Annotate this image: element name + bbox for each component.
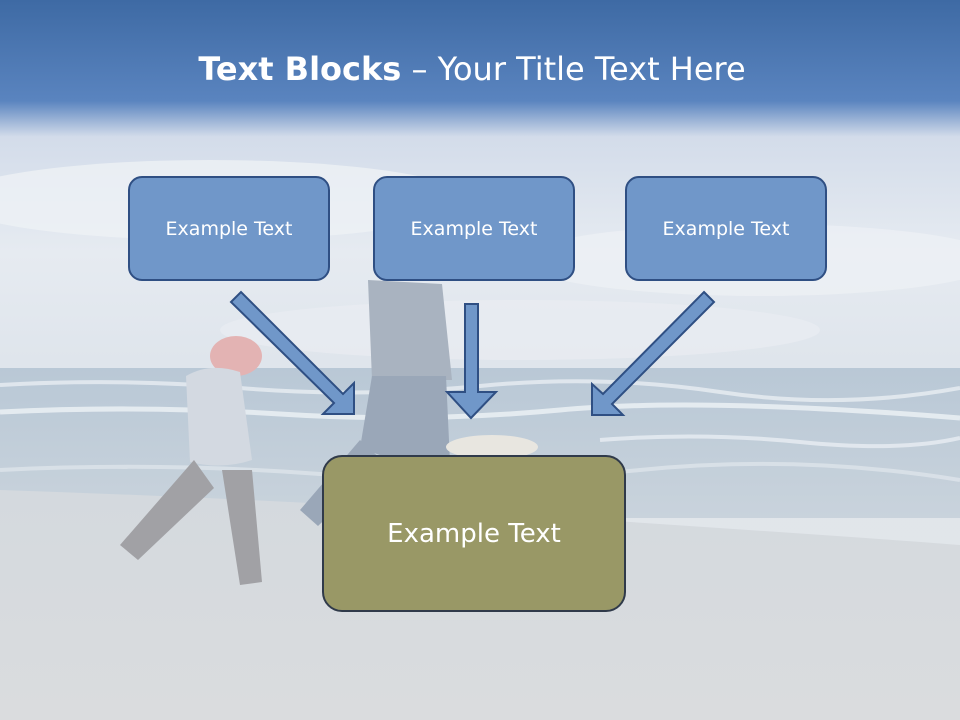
title-separator: –	[401, 50, 438, 88]
text-block-top-right-label: Example Text	[662, 217, 790, 240]
text-block-top-left[interactable]: Example Text	[128, 176, 330, 281]
text-block-top-center-label: Example Text	[410, 217, 538, 240]
text-block-bottom[interactable]: Example Text	[322, 455, 626, 612]
text-block-top-right[interactable]: Example Text	[625, 176, 827, 281]
text-block-top-left-label: Example Text	[165, 217, 293, 240]
text-block-bottom-label: Example Text	[387, 518, 561, 549]
slide-title: Text Blocks – Your Title Text Here	[0, 50, 944, 88]
title-normal-part: Your Title Text Here	[437, 50, 746, 88]
text-block-top-center[interactable]: Example Text	[373, 176, 575, 281]
title-bold-part: Text Blocks	[198, 50, 402, 88]
